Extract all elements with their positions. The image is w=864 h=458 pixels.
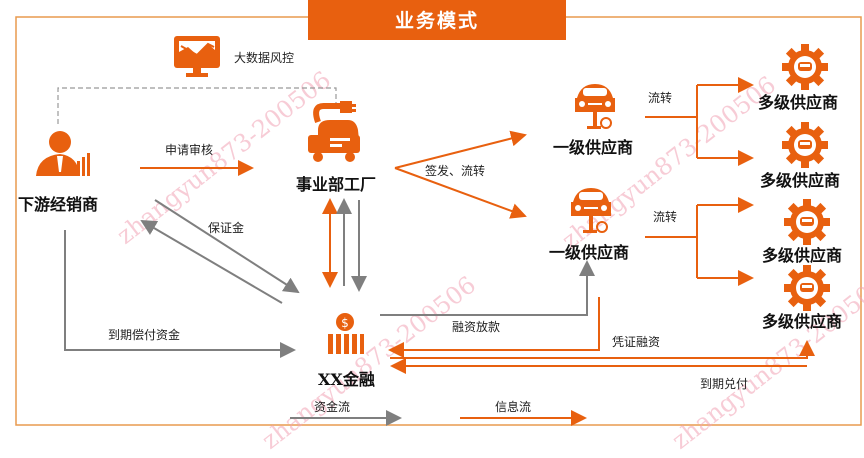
issue-arrow-top (394, 130, 527, 169)
loan-release-arrow (380, 260, 595, 316)
gear-car-icon (782, 122, 828, 168)
issue-transfer-label: 签发、流转 (425, 163, 485, 178)
dealer-label: 下游经销商 (18, 195, 98, 214)
legend-info-flow-label: 信息流 (495, 399, 531, 414)
legend-fund-flow-label: 资金流 (314, 399, 350, 414)
svg-text:$: $ (341, 316, 349, 330)
deposit-arrow (154, 199, 300, 294)
deposit-return-arrow (140, 219, 283, 304)
gear-car-icon (782, 44, 828, 90)
diagram-title: 业务模式 (395, 9, 479, 32)
factory-label: 事业部工厂 (296, 175, 376, 194)
issue-arrow-bottom (394, 167, 527, 219)
transfer-bracket-top (645, 77, 754, 166)
repay-label: 到期偿付资金 (108, 327, 180, 342)
multi-supplier-3-label: 多级供应商 (762, 246, 842, 265)
redeem-arrow (390, 340, 815, 359)
transfer-bracket-bottom (645, 197, 754, 286)
factory-robot-arm-icon (308, 101, 360, 162)
dealer-person-icon (36, 131, 90, 176)
repay-arrow (64, 230, 296, 358)
watermark: zhangyun873-200506 zhangyun873-200506 zh… (111, 66, 864, 455)
title-banner (308, 0, 566, 40)
supplier-car-lift-icon (574, 83, 616, 130)
gear-car-icon (784, 199, 830, 245)
multi-supplier-2-label: 多级供应商 (760, 171, 840, 190)
finance-label: XX金融 (318, 370, 375, 389)
transfer-top-label: 流转 (648, 90, 672, 105)
risk-control-label: 大数据风控 (234, 50, 294, 65)
tier1-supplier-bottom-label: 一级供应商 (549, 243, 629, 262)
transfer-bottom-label: 流转 (653, 209, 677, 224)
deposit-label: 保证金 (208, 220, 244, 235)
svg-text:zhangyun873-200506: zhangyun873-200506 (256, 271, 481, 455)
svg-text:zhangyun873-200506: zhangyun873-200506 (666, 271, 864, 455)
risk-monitor-link (57, 87, 337, 124)
voucher-financing-label: 凭证融资 (612, 334, 660, 349)
gear-car-icon (784, 265, 830, 311)
multi-supplier-4-label: 多级供应商 (762, 312, 842, 331)
monitor-chart-icon (174, 36, 220, 77)
apply-review-label: 申请审核 (165, 142, 213, 157)
finance-coin-icon: $ (328, 313, 364, 354)
loan-release-label: 融资放款 (452, 319, 500, 334)
redeem-label: 到期兑付 (700, 377, 748, 391)
multi-supplier-1-label: 多级供应商 (758, 93, 838, 112)
tier1-supplier-top-label: 一级供应商 (553, 138, 633, 157)
voucher-financing-arrow (388, 297, 600, 358)
